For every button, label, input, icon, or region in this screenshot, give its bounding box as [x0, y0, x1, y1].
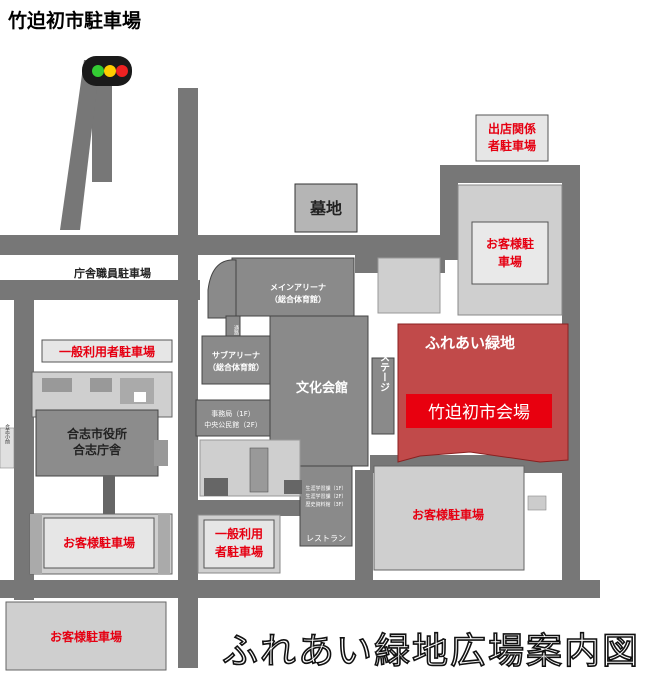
- info-label-1: 生涯学習課（1F）: [305, 485, 346, 492]
- road-east-vertical: [562, 165, 580, 595]
- customer-parking-ne: お客様駐 車場: [457, 184, 563, 316]
- traffic-light-icon: [82, 56, 132, 86]
- annex-buildings: [199, 439, 302, 497]
- road-lower-link: [195, 500, 305, 516]
- fureai-green-label: ふれあい緑地: [425, 334, 515, 352]
- office-label-2: 中央公民館（2F）: [204, 420, 261, 429]
- city-office-label-1: 合志市役所: [67, 426, 127, 441]
- info-label-3: 歴史資料館（3F）: [305, 501, 346, 508]
- road-east-left: [440, 165, 458, 260]
- customer-parking-sw: お客様駐車場: [29, 513, 173, 575]
- cemetery-label: 墓地: [309, 199, 342, 218]
- side-sign-label: 合志小前: [4, 423, 10, 445]
- road-staff-horizontal: [0, 280, 200, 300]
- shop-parking-box: 出店関係 者駐車場: [475, 114, 549, 162]
- customer-parking-ne-label-1: お客様駐: [486, 236, 534, 251]
- city-office-area: 合志市役所 合志庁舎: [31, 371, 173, 514]
- road-diagonal-west: [60, 60, 100, 230]
- side-sign: 合志小前: [0, 423, 15, 469]
- road-south-mid: [355, 470, 373, 590]
- shop-parking-label-1: 出店関係: [488, 121, 536, 136]
- road-east-top: [440, 165, 580, 183]
- restaurant-label: レストラン: [306, 534, 346, 543]
- page-title: 竹迫初市駐車場: [8, 10, 142, 32]
- general-parking-mid: 一般利用 者駐車場: [197, 514, 281, 574]
- sub-arena-label-2: （総合体育館）: [208, 362, 264, 372]
- road-west-vertical: [14, 300, 34, 600]
- general-parking-west-label: 一般利用者駐車場: [59, 344, 155, 359]
- customer-parking-se-label: お客様駐車場: [412, 507, 484, 522]
- customer-parking-se: お客様駐車場: [373, 465, 547, 571]
- main-arena-label-1: メインアリーナ: [270, 283, 326, 292]
- customer-parking-bottom: お客様駐車場: [5, 601, 167, 671]
- shop-parking-label-2: 者駐車場: [487, 138, 536, 153]
- small-building-north: [377, 257, 441, 314]
- arena-complex: [195, 257, 369, 547]
- general-parking-west: 一般利用者駐車場: [41, 339, 173, 363]
- office-label-1: 事務局（1F）: [211, 409, 254, 418]
- customer-parking-bottom-label: お客様駐車場: [50, 629, 122, 644]
- roads: [0, 60, 600, 668]
- culture-hall-label: 文化会館: [296, 380, 348, 396]
- sub-arena-label-1: サブアリーナ: [212, 350, 260, 360]
- road-center-vertical: [178, 88, 198, 668]
- general-parking-mid-label-1: 一般利用: [215, 526, 263, 541]
- venue-area: ふれあい緑地 竹迫初市会場: [397, 323, 569, 463]
- main-arena-label-2: （総合体育館）: [270, 294, 326, 304]
- cemetery-block: 墓地: [294, 183, 358, 233]
- outdoor-stage-label: 野外ステージ: [378, 332, 391, 392]
- road-main-north: [0, 235, 440, 255]
- corridor-label: 通路: [233, 324, 239, 336]
- customer-parking-sw-label: お客様駐車場: [63, 535, 135, 550]
- customer-parking-ne-label-2: 車場: [498, 254, 522, 269]
- general-parking-mid-label-2: 者駐車場: [214, 544, 263, 559]
- road-south: [0, 580, 600, 598]
- venue-label: 竹迫初市会場: [428, 403, 530, 423]
- info-label-2: 生涯学習課（2F）: [305, 493, 346, 500]
- map-main-title: ふれあい緑地広場案内図: [221, 630, 641, 673]
- staff-parking-label: 庁舎職員駐車場: [73, 266, 151, 280]
- city-office-label-2: 合志庁舎: [73, 442, 122, 457]
- road-nw-vertical: [92, 62, 112, 182]
- outdoor-stage: 野外ステージ: [371, 332, 395, 435]
